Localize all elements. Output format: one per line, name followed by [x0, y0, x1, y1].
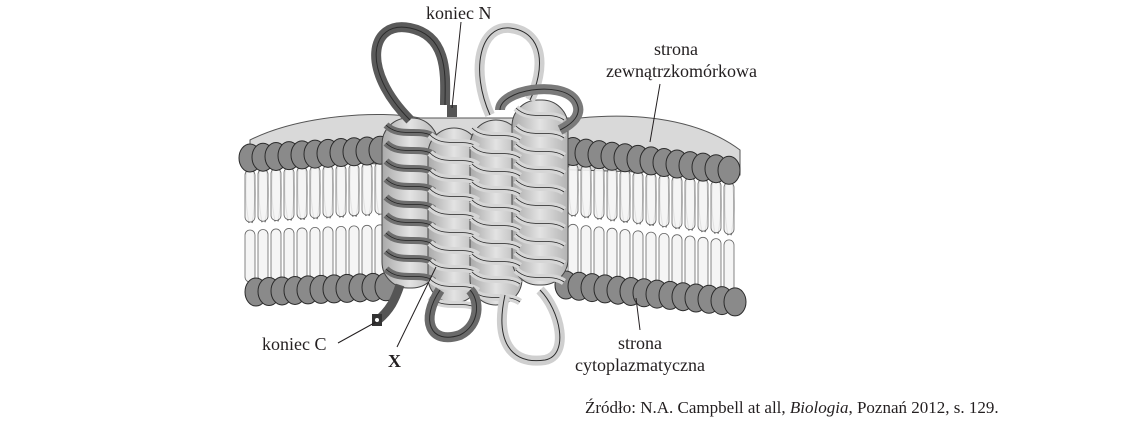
- x-marker-label: X: [388, 351, 401, 371]
- lipid-heads-inner: [244, 270, 747, 317]
- cytoplasmic-line-1: strona: [618, 333, 662, 353]
- lipid-tails: [244, 159, 735, 293]
- extracellular-side-label: strona zewnątrzkomórkowa: [606, 38, 757, 82]
- source-citation: Źródło: N.A. Campbell at all, Biologia, …: [585, 398, 999, 418]
- n-terminus-label: koniec N: [426, 3, 492, 23]
- extracellular-line-2: zewnątrzkomórkowa: [606, 61, 757, 81]
- source-title: Biologia: [789, 398, 849, 417]
- source-suffix: , Poznań 2012, s. 129.: [848, 398, 999, 417]
- transmembrane-protein: [371, 22, 584, 366]
- lipid-heads-outer: [238, 135, 741, 185]
- cytoplasmic-line-2: cytoplazmatyczna: [575, 355, 705, 375]
- alpha-helices: [383, 105, 567, 313]
- extracellular-line-1: strona: [654, 39, 698, 59]
- source-prefix: Źródło: N.A. Campbell at all,: [585, 398, 790, 417]
- leader-lines: [337, 21, 661, 348]
- cytoplasmic-side-label: strona cytoplazmatyczna: [560, 332, 720, 376]
- c-terminus-label: koniec C: [262, 334, 327, 354]
